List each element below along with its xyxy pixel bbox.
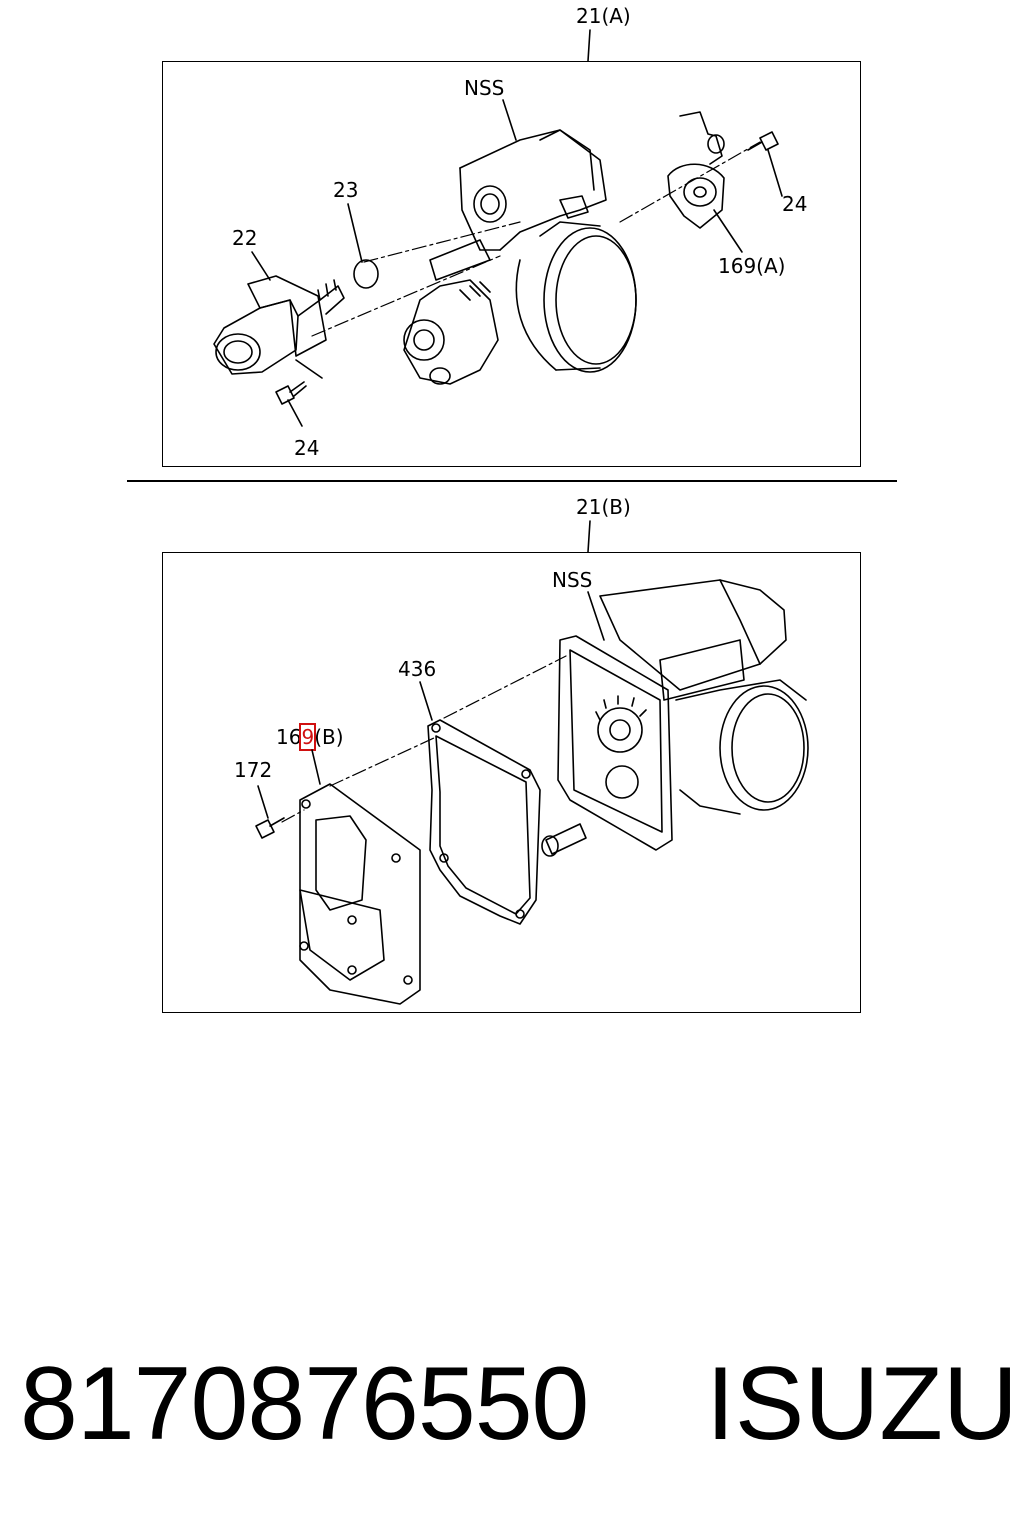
leader-lines-a bbox=[251, 29, 783, 427]
part-number: 8170876550 bbox=[20, 1346, 589, 1462]
idle-valve-drawing bbox=[213, 275, 345, 379]
sensor-b-drawing bbox=[299, 783, 421, 1005]
part-label-172: 172 bbox=[234, 758, 273, 782]
oring-drawing bbox=[353, 259, 379, 289]
gasket-drawing bbox=[427, 719, 541, 925]
part-label-169b-highlight: 9 bbox=[299, 723, 317, 751]
part-label-23: 23 bbox=[333, 178, 359, 202]
part-label-169b-prefix: 16 bbox=[276, 725, 302, 749]
axis-lines-a bbox=[311, 141, 761, 337]
part-label-nss-a: NSS bbox=[464, 76, 505, 100]
assembly-b-label: 21(B) bbox=[576, 495, 631, 519]
part-label-nss-b: NSS bbox=[552, 568, 593, 592]
assembly-a-label: 21(A) bbox=[576, 4, 631, 28]
axis-lines-b bbox=[281, 655, 567, 823]
screw-top-a bbox=[747, 131, 779, 151]
part-label-22: 22 bbox=[232, 226, 258, 250]
part-label-24-bottom: 24 bbox=[294, 436, 320, 460]
part-label-169b: 169(B) bbox=[276, 723, 344, 751]
section-divider bbox=[127, 480, 897, 482]
screw-b-drawing bbox=[255, 817, 285, 839]
leader-lines-b bbox=[257, 520, 605, 819]
sensor-a-drawing bbox=[667, 111, 725, 229]
screw-bottom-a bbox=[275, 381, 307, 405]
brand-name: ISUZU bbox=[706, 1346, 1018, 1462]
throttle-body-b-drawing bbox=[541, 579, 809, 857]
throttle-body-a-drawing bbox=[403, 129, 637, 385]
part-label-169b-suffix: (B) bbox=[314, 725, 344, 749]
part-label-436: 436 bbox=[398, 657, 437, 681]
part-label-169a: 169(A) bbox=[718, 254, 786, 278]
part-label-24-top: 24 bbox=[782, 192, 808, 216]
